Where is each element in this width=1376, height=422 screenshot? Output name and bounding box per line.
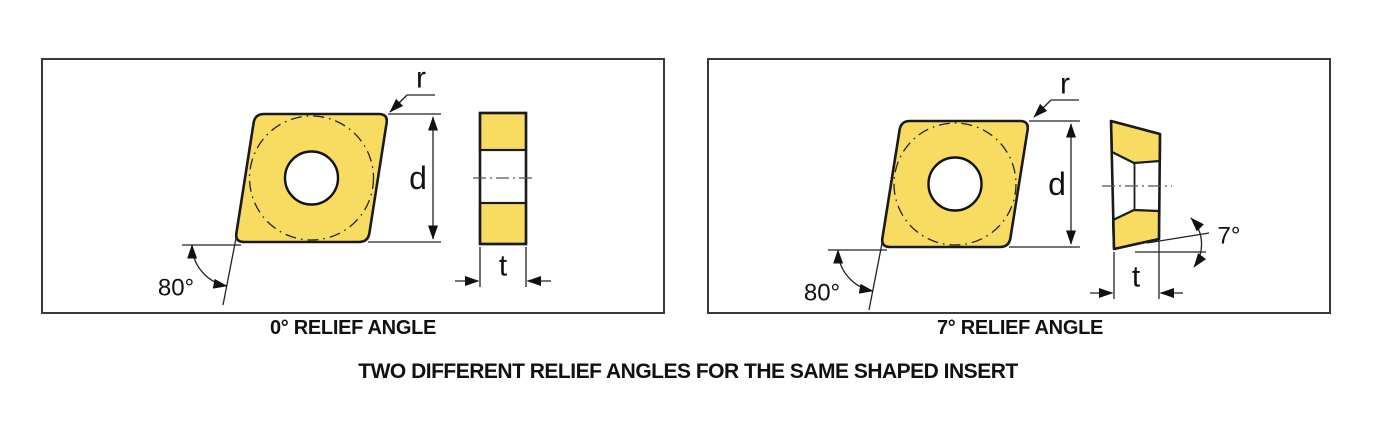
inscribed-circle-dashed bbox=[248, 115, 375, 241]
t-label: t bbox=[1132, 261, 1141, 294]
inscribed-circle-dashed bbox=[893, 122, 1017, 246]
right-panel-caption: 7° RELIEF ANGLE bbox=[936, 317, 1104, 339]
r-label: r bbox=[416, 62, 426, 95]
right-side-view bbox=[1102, 119, 1172, 251]
left-panel-0-relief: d r t 80° bbox=[41, 58, 665, 314]
left-side-view bbox=[473, 111, 533, 246]
angle-80-arc bbox=[187, 244, 228, 289]
t-label: t bbox=[499, 250, 508, 283]
angle-80-arc bbox=[833, 249, 874, 294]
right-panel-7-relief: d r t 80° 7° bbox=[707, 58, 1331, 314]
side-view-outline bbox=[1109, 119, 1162, 251]
angle-7-label: 7° bbox=[1218, 223, 1241, 250]
angle-80-label: 80° bbox=[804, 280, 840, 307]
side-view-top-face bbox=[478, 111, 528, 152]
angle-7-arc bbox=[1190, 217, 1207, 268]
r-leader-arrow bbox=[1033, 99, 1052, 118]
right-dimension-lines bbox=[828, 99, 1210, 310]
insert-center-hole bbox=[927, 156, 983, 212]
insert-center-hole bbox=[283, 150, 340, 206]
d-label: d bbox=[409, 160, 427, 196]
left-technical-drawing: d r t 80° bbox=[158, 62, 551, 306]
r-leader-arrow bbox=[389, 94, 408, 113]
right-technical-drawing: d r t 80° 7° bbox=[804, 68, 1241, 310]
figure-title: TWO DIFFERENT RELIEF ANGLES FOR THE SAME… bbox=[358, 360, 1018, 383]
r-label: r bbox=[1060, 68, 1070, 101]
angle-80-label: 80° bbox=[158, 275, 194, 302]
side-view-bottom-face bbox=[478, 201, 528, 246]
d-label: d bbox=[1048, 166, 1066, 202]
left-panel-caption: 0° RELIEF ANGLE bbox=[269, 317, 437, 339]
